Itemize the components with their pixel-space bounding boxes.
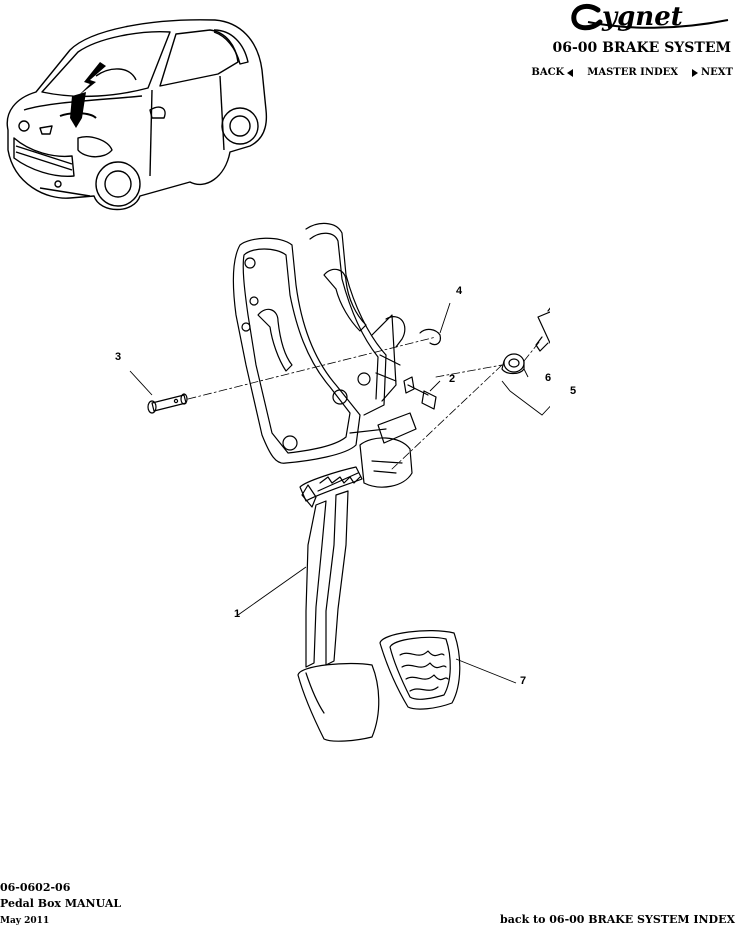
page-nav: BACK MASTER INDEX NEXT — [531, 67, 733, 78]
brake-light-switch — [535, 307, 550, 352]
switch-bracket — [349, 412, 417, 488]
retaining-clip — [419, 328, 441, 346]
pedal-pad — [379, 630, 461, 710]
back-link[interactable]: BACK — [531, 67, 574, 78]
switch-spacer — [501, 353, 525, 375]
cygnet-logo: ygnet — [571, 2, 729, 32]
mounting-bolt — [403, 376, 437, 410]
callout-4: 4 — [456, 285, 463, 297]
callout-7: 7 — [520, 675, 527, 687]
next-label: NEXT — [701, 67, 733, 78]
callout-1: 1 — [234, 608, 241, 620]
master-index-link[interactable]: MASTER INDEX — [587, 67, 679, 78]
section-title: 06-00 BRAKE SYSTEM — [552, 40, 732, 56]
arrow-left-icon — [567, 68, 574, 77]
callout-6: 6 — [545, 372, 552, 384]
document-code: 06-0602-06 — [0, 881, 71, 894]
back-to-index-link[interactable]: back to 06-00 BRAKE SYSTEM INDEX — [500, 913, 735, 926]
callout-5: 5 — [570, 385, 577, 397]
arrow-right-icon — [692, 68, 699, 77]
pivot-pin — [147, 393, 188, 414]
pedal-box-housing — [232, 222, 406, 464]
callout-2: 2 — [449, 373, 456, 385]
vehicle-locator-illustration — [6, 19, 268, 211]
pedal-arm — [297, 466, 380, 742]
back-label: BACK — [531, 67, 565, 78]
document-date: May 2011 — [0, 916, 50, 926]
callout-3: 3 — [115, 351, 122, 363]
document-title: Pedal Box MANUAL — [0, 897, 122, 910]
pedal-box-exploded-diagram — [129, 222, 550, 742]
next-link[interactable]: NEXT — [692, 67, 733, 78]
